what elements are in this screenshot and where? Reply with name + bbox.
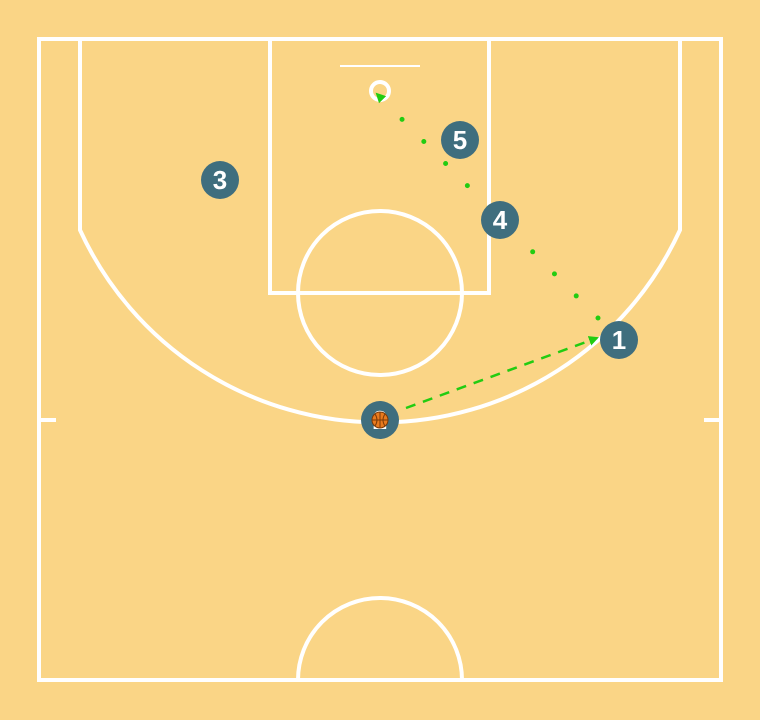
- basketball-icon: [371, 411, 389, 429]
- player-number: 5: [453, 125, 467, 155]
- free-throw-circle: [296, 209, 464, 377]
- player-token: [441, 121, 479, 159]
- player-3[interactable]: 3: [201, 161, 239, 199]
- center-circle: [296, 596, 464, 681]
- player-token: [600, 321, 638, 359]
- player-1[interactable]: 1: [600, 321, 638, 359]
- player-5[interactable]: 5: [441, 121, 479, 159]
- player-2[interactable]: 2: [361, 401, 399, 439]
- free-throw-lane: [268, 37, 491, 295]
- player-token: [201, 161, 239, 199]
- player-number: 4: [493, 205, 508, 235]
- pass-line: [405, 336, 599, 410]
- player-number: 1: [612, 325, 626, 355]
- player-token: [481, 201, 519, 239]
- player-4[interactable]: 4: [481, 201, 519, 239]
- player-number: 3: [213, 165, 227, 195]
